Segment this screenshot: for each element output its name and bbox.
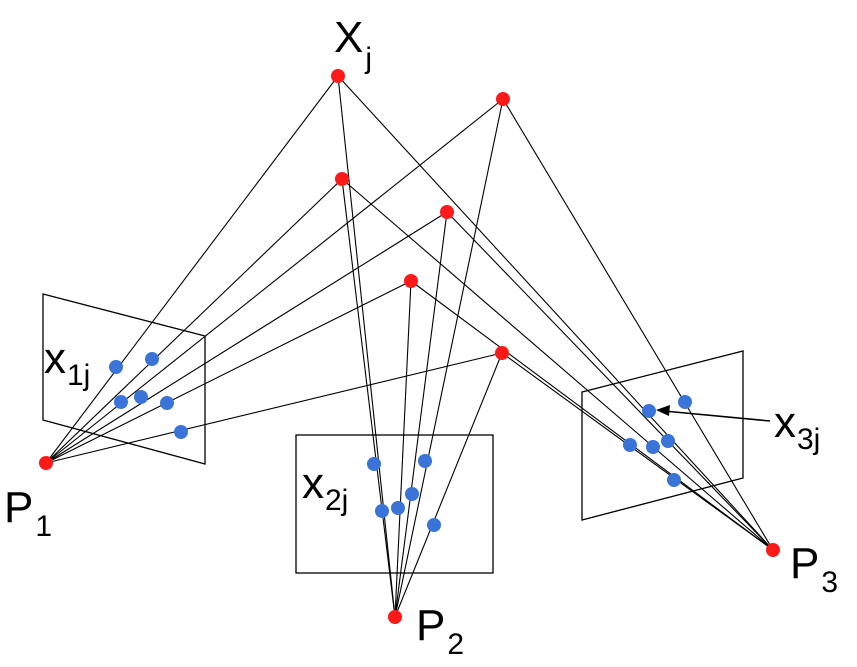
x3j-pointer-arrow [656,405,771,422]
image-point [134,390,148,404]
projection-ray [337,75,774,551]
projection-ray [45,211,448,464]
image-points [109,352,692,532]
scene-points [331,69,510,360]
image-point [109,360,123,374]
projection-ray [341,178,774,551]
scene-point [495,346,509,360]
image-point [678,395,692,409]
image-point [661,434,675,448]
projection-rays [45,75,774,618]
projection-ray [501,352,774,551]
camera2-label: P2 [416,601,464,661]
image-plane-1 [42,293,206,465]
image-point [667,473,681,487]
projection-ray [446,211,774,551]
scene-point [496,92,510,106]
image1-label: x1j [44,334,90,392]
camera-center [766,543,780,557]
image-point [405,487,419,501]
camera-center [39,456,53,470]
projection-ray [337,75,396,618]
scene-point-label: Xj [334,13,372,75]
image3-label: x3j [774,398,820,456]
image-point [391,501,405,515]
scene-point [335,172,349,186]
scene-point [440,205,454,219]
image-point [642,404,656,418]
image-point [427,518,441,532]
image-point [174,425,188,439]
image-plane-2 [295,434,494,574]
projection-ray [502,98,774,551]
projection-ray [341,178,396,618]
image-point [623,438,637,452]
projection-ray [394,280,412,618]
image2-label: x2j [302,459,348,517]
scene-point [331,69,345,83]
camera-centers [39,456,780,624]
camera1-label: P1 [4,483,52,543]
image-point [160,396,174,410]
projection-ray [394,352,503,618]
image-point [418,454,432,468]
image-point [145,352,159,366]
projection-ray [45,75,339,464]
camera-center [388,610,402,624]
image-point [646,440,660,454]
projection-ray [394,98,504,618]
image-point [114,395,128,409]
projection-ray [410,280,774,551]
image-plane-3 [581,350,744,521]
image-point [367,457,381,471]
projection-ray [394,211,448,618]
camera3-label: P3 [790,539,838,599]
scene-point [404,274,418,288]
image-point [375,504,389,518]
projection-ray [45,178,343,464]
projection-ray [45,280,412,464]
